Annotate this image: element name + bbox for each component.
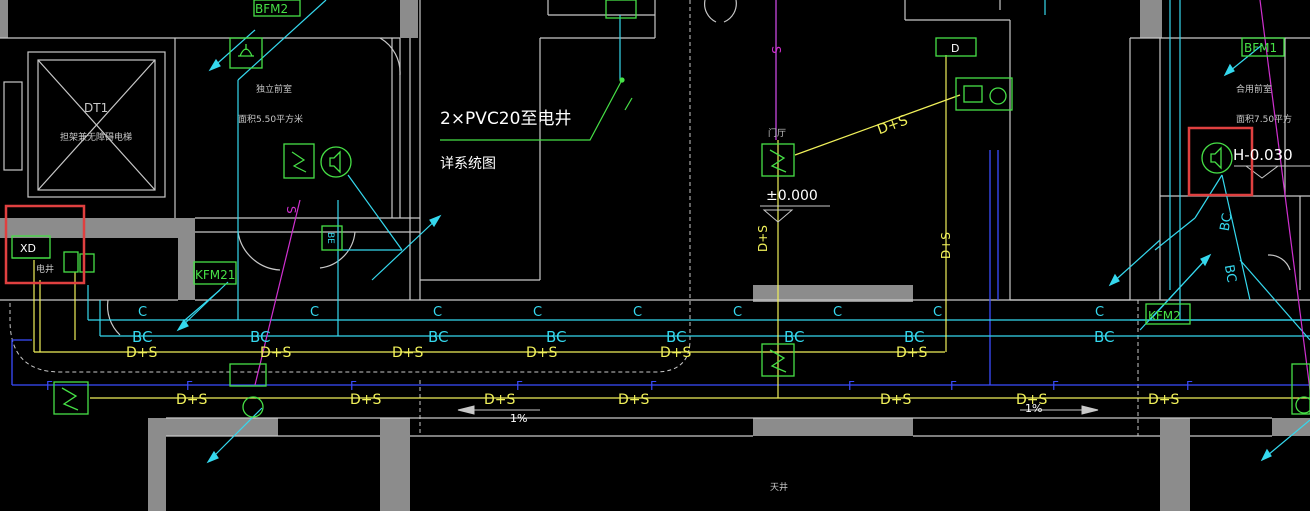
tag-bfm2: BFM2 xyxy=(255,2,288,16)
highlight-boxes xyxy=(4,126,1254,285)
highlight-speaker xyxy=(1187,126,1254,197)
svg-text:F: F xyxy=(186,379,193,393)
svg-text:BC: BC xyxy=(546,328,567,346)
svg-text:F: F xyxy=(950,379,957,393)
pvc-note: 2×PVC20至电井 xyxy=(440,109,571,129)
elevation-markers xyxy=(760,165,1310,223)
svg-text:BC: BC xyxy=(132,328,153,346)
svg-text:D+S: D+S xyxy=(896,345,928,361)
signal-lines xyxy=(254,0,1310,391)
svg-text:D+S: D+S xyxy=(260,345,292,361)
speaker-icon-right xyxy=(1201,142,1233,174)
leader-arrows xyxy=(176,29,1310,464)
speaker-icon xyxy=(320,146,352,178)
vestibule-right-area: 面积7.50平方 xyxy=(1236,113,1292,125)
svg-text:F: F xyxy=(46,379,53,393)
highlight-xd-panel xyxy=(4,204,86,285)
elevator-desc: 担架兼无障碍电梯 xyxy=(60,131,132,143)
cyan-lines xyxy=(87,0,1310,341)
svg-text:D+S: D+S xyxy=(1016,392,1048,408)
courtyard-label: 天井 xyxy=(770,481,788,493)
green-leader xyxy=(440,77,633,141)
labels: DT1 担架兼无障碍电梯 独立前室 面积5.50平方米 合用前室 面积7.50平… xyxy=(20,2,1293,493)
junction-box-2 xyxy=(761,143,795,177)
svg-text:C: C xyxy=(833,305,842,320)
tag-bb: BE xyxy=(325,232,335,244)
elevation-h: H-0.030 xyxy=(1233,146,1293,164)
svg-text:C: C xyxy=(138,305,147,320)
svg-text:D+S: D+S xyxy=(526,345,558,361)
svg-text:BC: BC xyxy=(784,328,805,346)
svg-text:F: F xyxy=(848,379,855,393)
svg-text:BC: BC xyxy=(1094,328,1115,346)
svg-text:D+S: D+S xyxy=(660,345,692,361)
svg-text:D+S: D+S xyxy=(875,112,910,138)
svg-text:F: F xyxy=(350,379,357,393)
power-lines xyxy=(33,55,1310,399)
slope-arrows xyxy=(457,405,1099,415)
line-label-bc: BC BC BC BC BC BC BC BC BC BC xyxy=(132,212,1239,346)
slope-right: 1% xyxy=(1025,402,1042,415)
junction-box-4 xyxy=(53,381,89,415)
line-label-s: S S xyxy=(284,46,783,214)
tag-xd: XD xyxy=(20,242,36,255)
vestibule-left-area: 面积5.50平方米 xyxy=(238,113,303,125)
system-note: 详系统图 xyxy=(440,156,496,172)
vestibule-right: 合用前室 xyxy=(1236,83,1272,95)
svg-text:D+S: D+S xyxy=(176,392,208,408)
svg-text:C: C xyxy=(1095,305,1104,320)
svg-text:D+S: D+S xyxy=(939,232,953,259)
fire-lines xyxy=(11,150,1310,386)
svg-text:BC: BC xyxy=(250,328,271,346)
slope-left: 1% xyxy=(510,412,527,425)
svg-text:F: F xyxy=(1052,379,1059,393)
svg-text:BC: BC xyxy=(1221,264,1239,284)
junction-box-1 xyxy=(283,143,315,179)
svg-text:D+S: D+S xyxy=(1148,392,1180,408)
svg-text:BC: BC xyxy=(428,328,449,346)
architecture-lines xyxy=(0,0,1310,437)
svg-text:BC: BC xyxy=(666,328,687,346)
line-label-c: C C C C C C C C C xyxy=(138,305,1104,320)
tag-bfm1: BFM1 xyxy=(1244,41,1277,55)
shaft-label: 电井 xyxy=(36,263,54,275)
svg-text:F: F xyxy=(516,379,523,393)
tag-kfm21: KFM21 xyxy=(195,268,235,282)
svg-text:C: C xyxy=(433,305,442,320)
svg-text:S: S xyxy=(284,206,298,214)
svg-text:BC: BC xyxy=(1218,212,1236,232)
devices xyxy=(11,0,1310,418)
svg-text:C: C xyxy=(310,305,319,320)
svg-text:D+S: D+S xyxy=(126,345,158,361)
tag-kfm2: KFM2 xyxy=(1148,309,1181,323)
svg-text:D+S: D+S xyxy=(350,392,382,408)
lobby-label: 门厅 xyxy=(768,127,786,139)
svg-text:D+S: D+S xyxy=(392,345,424,361)
svg-text:D+S: D+S xyxy=(756,225,770,252)
elevation-zero: ±0.000 xyxy=(766,188,818,204)
svg-text:D+S: D+S xyxy=(618,392,650,408)
vestibule-left: 独立前室 xyxy=(256,83,292,95)
svg-text:F: F xyxy=(1186,379,1193,393)
junction-box-3 xyxy=(761,343,795,377)
svg-text:C: C xyxy=(533,305,542,320)
svg-text:C: C xyxy=(933,305,942,320)
line-label-f: F F F F F F F F F xyxy=(46,379,1193,393)
svg-text:D+S: D+S xyxy=(880,392,912,408)
svg-text:BC: BC xyxy=(904,328,925,346)
tag-d: D xyxy=(951,42,959,55)
svg-text:C: C xyxy=(633,305,642,320)
svg-text:D+S: D+S xyxy=(484,392,516,408)
svg-text:F: F xyxy=(650,379,657,393)
svg-text:C: C xyxy=(733,305,742,320)
svg-text:S: S xyxy=(769,46,783,54)
elevator-id: DT1 xyxy=(84,101,108,115)
